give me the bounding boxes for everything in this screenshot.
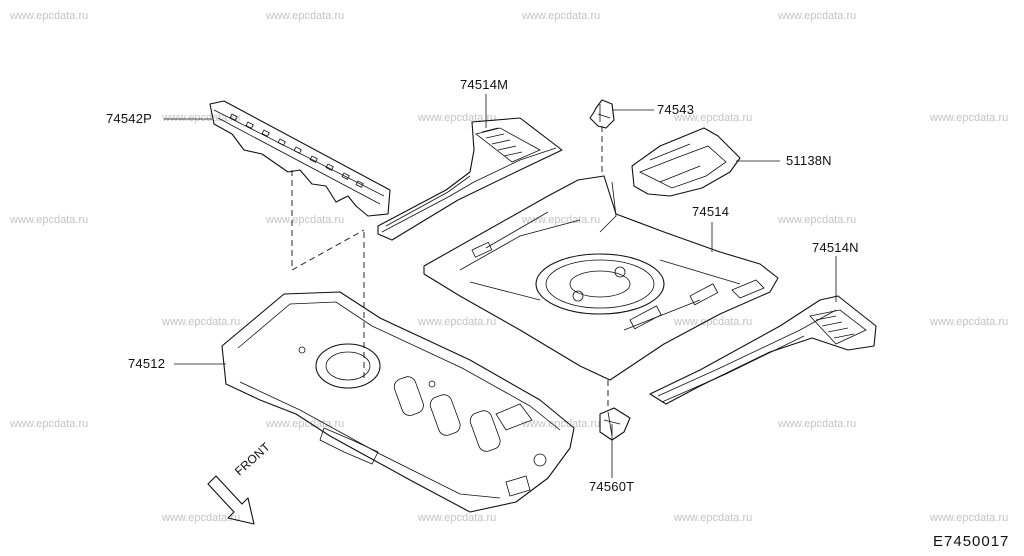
- part-74543-bracket[interactable]: [589, 99, 615, 129]
- watermark-text: www.epcdata.ru: [266, 214, 345, 226]
- label-74514N[interactable]: 74514N: [812, 240, 859, 255]
- watermark-text: www.epcdata.ru: [930, 512, 1009, 524]
- watermark-text: www.epcdata.ru: [162, 512, 241, 524]
- watermark-text: www.epcdata.ru: [674, 316, 753, 328]
- watermark-text: www.epcdata.ru: [266, 418, 345, 430]
- watermark-text: www.epcdata.ru: [10, 418, 89, 430]
- watermark-text: www.epcdata.ru: [418, 512, 497, 524]
- watermark-text: www.epcdata.ru: [266, 10, 345, 22]
- watermark-text: www.epcdata.ru: [674, 112, 753, 124]
- label-51138N[interactable]: 51138N: [786, 153, 832, 168]
- watermark-text: www.epcdata.ru: [418, 112, 497, 124]
- watermark-text: www.epcdata.ru: [674, 512, 753, 524]
- label-74542P[interactable]: 74542P: [106, 111, 153, 126]
- part-51138N-cover[interactable]: [631, 127, 741, 197]
- watermark-text: www.epcdata.ru: [522, 214, 601, 226]
- label-74543[interactable]: 74543: [657, 102, 695, 117]
- watermark-text: www.epcdata.ru: [10, 10, 89, 22]
- part-74514-rear-floor[interactable]: [423, 175, 779, 381]
- watermark-text: www.epcdata.ru: [522, 10, 601, 22]
- assembly-lines: [291, 126, 609, 410]
- label-74514M[interactable]: 74514M: [460, 77, 509, 92]
- front-arrow-icon: [207, 475, 255, 525]
- diagram-code: E7450017: [933, 533, 1010, 550]
- watermark-text: www.epcdata.ru: [778, 418, 857, 430]
- watermark-text: www.epcdata.ru: [162, 316, 241, 328]
- label-74514[interactable]: 74514: [692, 204, 730, 219]
- watermark-text: www.epcdata.ru: [162, 112, 241, 124]
- part-74514M-side-member-left[interactable]: [377, 117, 563, 241]
- label-74560T[interactable]: 74560T: [589, 479, 635, 494]
- watermark-text: www.epcdata.ru: [10, 214, 89, 226]
- part-74560T-bracket[interactable]: [599, 407, 631, 441]
- watermark-text: www.epcdata.ru: [778, 214, 857, 226]
- watermark-text: www.epcdata.ru: [930, 316, 1009, 328]
- leader-lines: [164, 94, 837, 478]
- watermark-text: www.epcdata.ru: [418, 316, 497, 328]
- watermark-text: www.epcdata.ru: [522, 418, 601, 430]
- part-74512-front-floor[interactable]: [221, 291, 575, 513]
- part-74542P-cross-member[interactable]: [209, 100, 391, 217]
- watermark-text: www.epcdata.ru: [778, 10, 857, 22]
- label-74512[interactable]: 74512: [128, 356, 166, 371]
- watermark-text: www.epcdata.ru: [930, 112, 1009, 124]
- part-74514N-side-member-right[interactable]: [649, 295, 877, 405]
